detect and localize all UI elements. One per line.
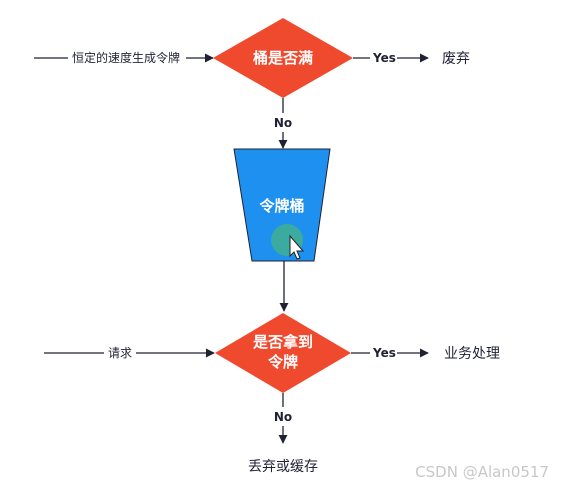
watermark: CSDN @Alan0517 xyxy=(415,463,549,481)
rate-input-label: 恒定的速度生成令牌 xyxy=(72,50,180,65)
discard-outcome: 废弃 xyxy=(442,51,470,67)
yes-bottom-label: Yes xyxy=(372,346,396,360)
cursor-arrow-icon xyxy=(289,234,305,260)
no-top-label: No xyxy=(274,116,292,130)
bucket-full-decision xyxy=(213,18,353,98)
discard-or-cache-outcome: 丢弃或缓存 xyxy=(248,459,318,475)
token-bucket xyxy=(233,148,331,262)
no-bottom-label: No xyxy=(274,410,292,424)
yes-top-label: Yes xyxy=(372,51,396,65)
got-token-label-line2: 令牌 xyxy=(268,353,298,371)
request-input-label: 请求 xyxy=(108,346,132,360)
token-bucket-label: 令牌桶 xyxy=(259,197,304,215)
got-token-label-line1: 是否拿到 xyxy=(252,333,313,351)
bucket-full-label: 桶是否满 xyxy=(253,49,313,67)
process-outcome: 业务处理 xyxy=(444,346,500,362)
got-token-decision xyxy=(215,313,351,393)
